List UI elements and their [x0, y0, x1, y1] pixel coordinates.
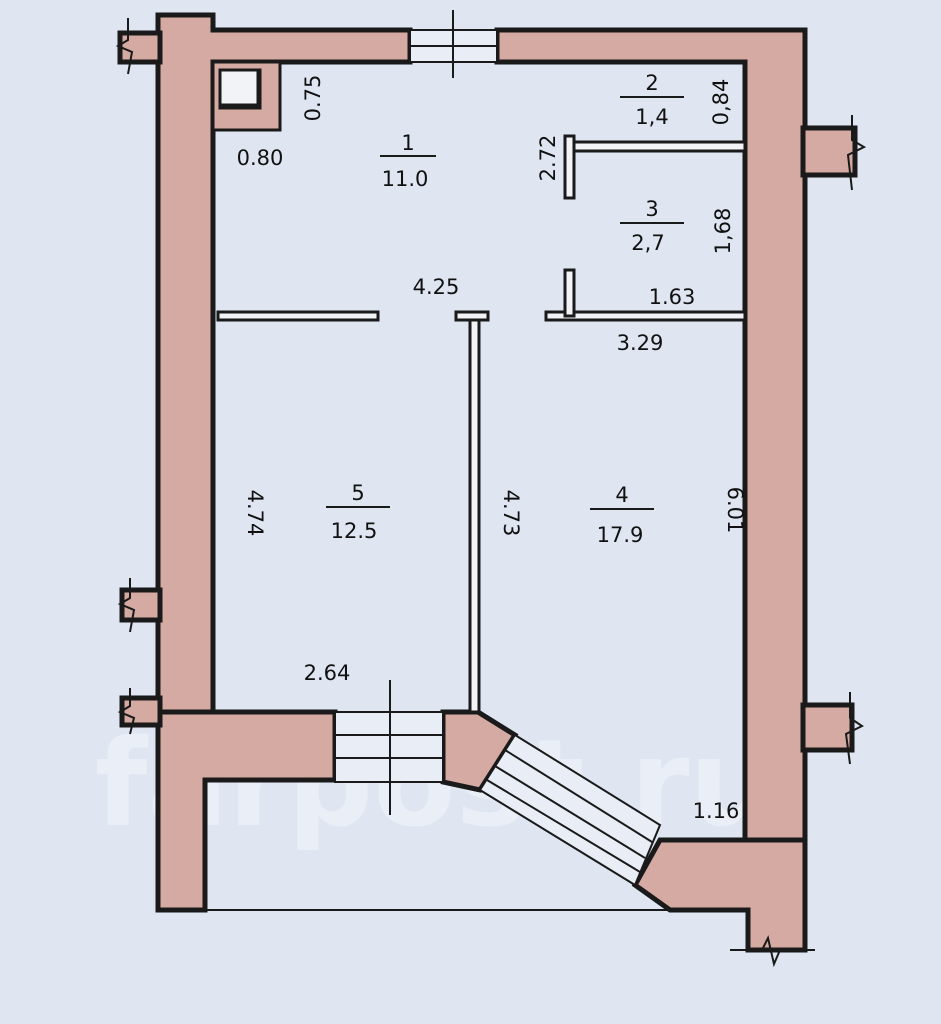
- break-mark-left-middle: [117, 578, 136, 633]
- room-2-area: 1,4: [635, 105, 668, 129]
- break-mark-bottom-right: [730, 935, 815, 968]
- wall-stub-left-lower: [119, 695, 163, 728]
- diagonal-window: [478, 733, 662, 887]
- dimension-0-75: 0.75: [301, 75, 325, 122]
- partition-stub-upper: [563, 134, 576, 200]
- dimension-4-74: 4.74: [243, 490, 267, 537]
- wall-stub-top-left: [117, 30, 163, 65]
- room-3-label: 3 2,7: [620, 197, 684, 255]
- partition-2-3: [570, 140, 747, 153]
- room-2-number: 2: [645, 71, 658, 95]
- break-mark-right-lower: [844, 692, 864, 765]
- room-3-area: 2,7: [631, 231, 664, 255]
- room-4-area: 17.9: [597, 523, 644, 547]
- room-4-number: 4: [615, 483, 628, 507]
- dimension-0-80: 0.80: [237, 146, 284, 170]
- dimension-1-63: 1.63: [649, 285, 696, 309]
- break-mark-left-lower: [117, 688, 136, 735]
- corner-shaft-frame: [211, 60, 282, 132]
- room-5-area: 12.5: [331, 519, 378, 543]
- partition-left-horizontal: [216, 310, 380, 322]
- room-2-label: 2 1,4: [620, 71, 684, 129]
- wall-stub-left-middle: [119, 587, 163, 623]
- wall-stub-right-upper: [800, 125, 858, 178]
- diagonal-window-line-3: [486, 779, 641, 873]
- dimension-1-16: 1.16: [693, 799, 740, 823]
- lower-right-wall: [631, 837, 808, 953]
- room-1-area: 11.0: [382, 167, 429, 191]
- room-5-number: 5: [351, 481, 364, 505]
- left-wall: [155, 12, 413, 715]
- dimension-4-25: 4.25: [413, 275, 460, 299]
- room-4-label: 4 17.9: [590, 483, 654, 547]
- room-1-label: 1 11.0: [380, 131, 436, 191]
- corner-shaft-inner: [216, 65, 260, 107]
- break-mark-top-left: [115, 18, 134, 75]
- room-1-number: 1: [401, 131, 414, 155]
- partition-stub-lower: [563, 268, 576, 318]
- diagonal-window-line-2: [494, 765, 646, 859]
- dimension-4-73: 4.73: [499, 490, 523, 537]
- break-mark-right-upper: [846, 115, 867, 191]
- partition-right-horizontal: [544, 310, 747, 322]
- partition-vertical: [468, 318, 481, 714]
- diagonal-window-line-1: [504, 749, 653, 843]
- dimension-6-01: 6.01: [723, 487, 747, 534]
- room-5-label: 5 12.5: [326, 481, 390, 543]
- dimension-3-29: 3.29: [617, 331, 664, 355]
- dimension-2-64: 2.64: [304, 661, 351, 685]
- room-3-number: 3: [645, 197, 658, 221]
- dimension-2-72: 2.72: [536, 135, 560, 182]
- dimension-1-68: 1,68: [711, 208, 735, 255]
- dimension-0-84: 0,84: [709, 79, 733, 126]
- wall-stub-right-lower: [800, 702, 855, 753]
- partition-vertical-cap: [454, 310, 490, 322]
